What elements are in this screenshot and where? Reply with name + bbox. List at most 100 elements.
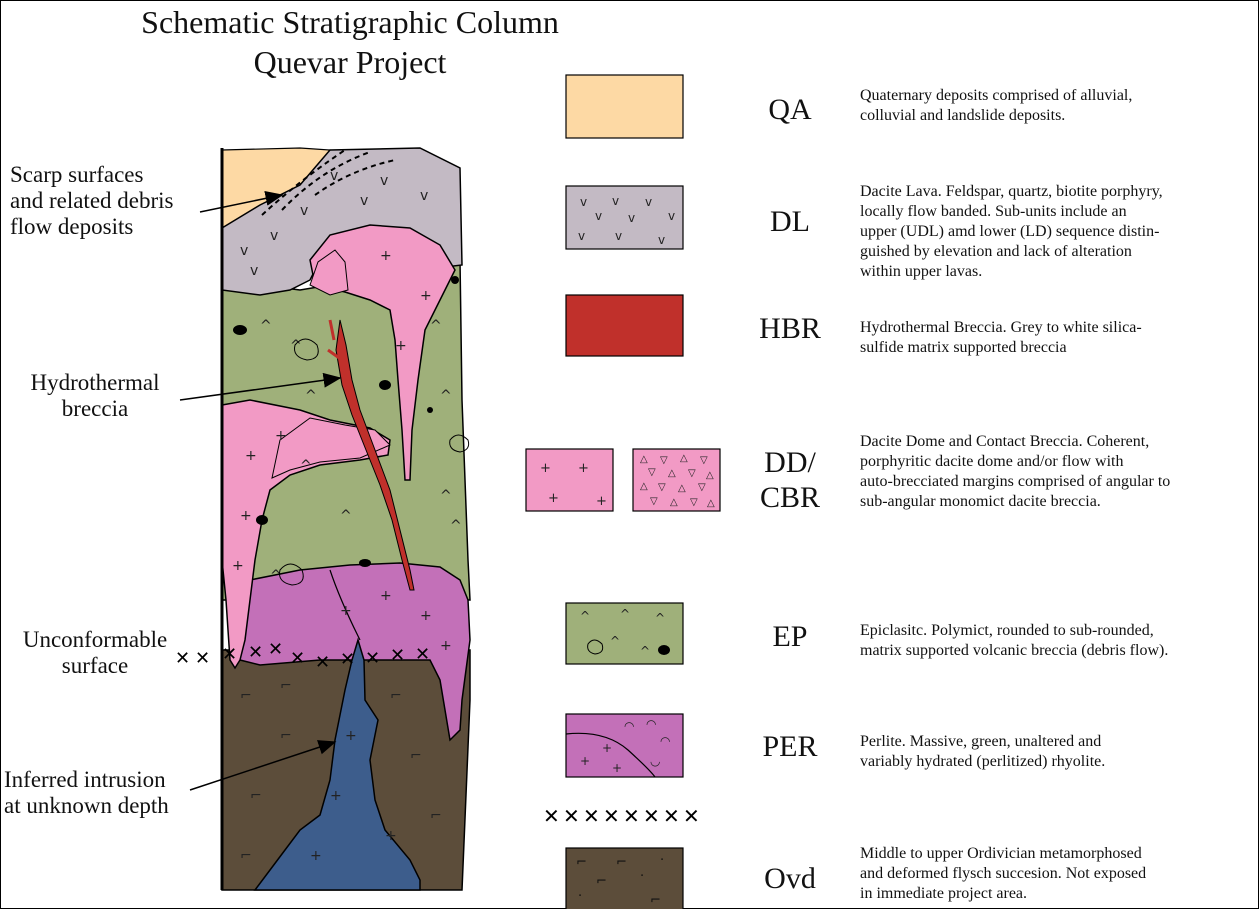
breccia-callout: Hydrothermal breccia [10, 370, 180, 422]
svg-text:▽: ▽ [648, 467, 656, 478]
svg-text:^: ^ [440, 388, 452, 404]
svg-text:◠: ◠ [624, 719, 634, 733]
svg-text:+: + [596, 494, 607, 509]
legend-desc-line: and deformed flysch succesion. Not expos… [860, 864, 1250, 884]
legend-desc-line: Hydrothermal Breccia. Grey to white sili… [860, 318, 1250, 338]
svg-text:⌐: ⌐ [576, 855, 587, 870]
svg-text:◠: ◠ [660, 734, 670, 748]
svg-text:⌐: ⌐ [616, 855, 627, 870]
scarp-callout-line-2: and related debris [10, 188, 173, 214]
legend-code-per: PER [740, 730, 840, 765]
svg-text:✕: ✕ [663, 804, 680, 828]
svg-text:v: v [250, 263, 258, 279]
svg-text:+: + [330, 788, 342, 804]
svg-text:^: ^ [450, 518, 462, 534]
legend-desc-ovd: Middle to upper Ordivician metamorphosed… [860, 844, 1250, 904]
svg-text:v: v [668, 209, 675, 223]
svg-text:△: △ [670, 497, 678, 508]
svg-text:+: + [548, 491, 559, 506]
svg-text:+: + [232, 558, 244, 574]
svg-text:+: + [580, 754, 590, 768]
svg-text:◠: ◠ [646, 717, 656, 731]
svg-text:^: ^ [340, 508, 352, 524]
svg-text:▽: ▽ [700, 455, 708, 466]
svg-text:+: + [420, 608, 432, 624]
legend-desc-line: colluvial and landslide deposits. [860, 106, 1250, 126]
svg-text:v: v [330, 168, 338, 184]
intrusion-callout-line-1: Inferred intrusion [4, 767, 169, 793]
svg-text:+: + [612, 761, 622, 775]
intrusion-callout-line-2: at unknown depth [4, 793, 169, 819]
svg-text:^: ^ [430, 318, 442, 334]
svg-text:+: + [385, 828, 397, 844]
legend-unconformity-symbol: ✕✕✕✕ ✕✕✕✕ [543, 804, 700, 828]
legend-desc-dl: Dacite Lava. Feldspar, quartz, biotite p… [860, 182, 1255, 282]
svg-text:·: · [578, 889, 582, 904]
svg-text:✕: ✕ [415, 644, 430, 665]
svg-text:+: + [275, 428, 287, 444]
scarp-callout-line-3: flow deposits [10, 214, 173, 240]
legend-desc-line: sub-angular monomict dacite breccia. [860, 492, 1255, 512]
svg-text:+: + [345, 728, 357, 744]
svg-text:+: + [380, 248, 392, 264]
svg-text:△: △ [668, 468, 676, 479]
svg-text:⌐: ⌐ [596, 874, 607, 889]
unconformable-callout-line-1: Unconformable [10, 627, 180, 653]
svg-text:△: △ [680, 453, 688, 464]
svg-text:+: + [578, 461, 589, 476]
legend-desc-line: porphyritic dacite dome and/or flow with [860, 452, 1255, 472]
svg-text:✕: ✕ [603, 804, 620, 828]
svg-text:v: v [645, 195, 652, 209]
svg-text:✕: ✕ [268, 639, 283, 660]
svg-text:v: v [615, 229, 622, 243]
legend-desc-line: variably hydrated (perlitized) rhyolite. [860, 752, 1250, 772]
legend-code-qa: QA [740, 93, 840, 128]
legend-code-ovd: Ovd [740, 862, 840, 897]
svg-text:v: v [595, 209, 602, 223]
legend-code-cbr: CBR [740, 481, 840, 516]
svg-text:v: v [612, 194, 619, 208]
breccia-callout-line-1: Hydrothermal [10, 370, 180, 396]
svg-text:⌐: ⌐ [650, 893, 661, 908]
unconformable-callout-line-2: surface [10, 653, 180, 679]
legend-desc-line: upper (UDL) amd lower (LD) sequence dist… [860, 222, 1255, 242]
svg-text:+: + [380, 588, 392, 604]
legend-desc-line: matrix supported volcanic breccia (debri… [860, 641, 1255, 661]
legend-code-ep: EP [740, 620, 840, 655]
svg-text:^: ^ [580, 609, 590, 623]
legend-code-hbr: HBR [740, 312, 840, 347]
svg-text:^: ^ [300, 458, 312, 474]
svg-text:▽: ▽ [650, 496, 658, 507]
svg-text:v: v [628, 211, 635, 225]
svg-text:^: ^ [620, 607, 630, 621]
legend-desc-dd-cbr: Dacite Dome and Contact Breccia. Coheren… [860, 432, 1255, 512]
svg-text:v: v [240, 243, 248, 259]
svg-text:⌐: ⌐ [430, 808, 442, 824]
svg-text:+: + [540, 461, 551, 476]
svg-text:✕: ✕ [315, 652, 330, 673]
svg-text:v: v [580, 195, 587, 209]
svg-text:◡: ◡ [650, 754, 660, 768]
svg-text:✕: ✕ [583, 804, 600, 828]
svg-text:·: · [640, 869, 644, 884]
legend-code-dd: DD/ [740, 446, 840, 481]
svg-text:⌐: ⌐ [240, 688, 252, 704]
svg-text:^: ^ [260, 318, 272, 334]
svg-text:⌐: ⌐ [280, 728, 292, 744]
scarp-callout-line-1: Scarp surfaces [10, 162, 173, 188]
legend-desc-qa: Quaternary deposits comprised of alluvia… [860, 86, 1250, 126]
legend-desc-per: Perlite. Massive, green, unaltered and v… [860, 732, 1250, 772]
svg-text:·: · [660, 853, 664, 868]
legend-desc-line: Perlite. Massive, green, unaltered and [860, 732, 1250, 752]
svg-text:✕: ✕ [222, 644, 237, 665]
legend-desc-line: locally flow banded. Sub-units include a… [860, 202, 1255, 222]
svg-text:✕: ✕ [623, 804, 640, 828]
legend-desc-line: within upper lavas. [860, 262, 1255, 282]
svg-text:✕: ✕ [683, 804, 700, 828]
svg-text:⌐: ⌐ [280, 678, 292, 694]
svg-text:△: △ [640, 481, 648, 492]
svg-text:+: + [602, 741, 612, 755]
svg-text:v: v [360, 193, 368, 209]
breccia-callout-line-2: breccia [10, 396, 180, 422]
swatch-hbr [566, 295, 683, 356]
